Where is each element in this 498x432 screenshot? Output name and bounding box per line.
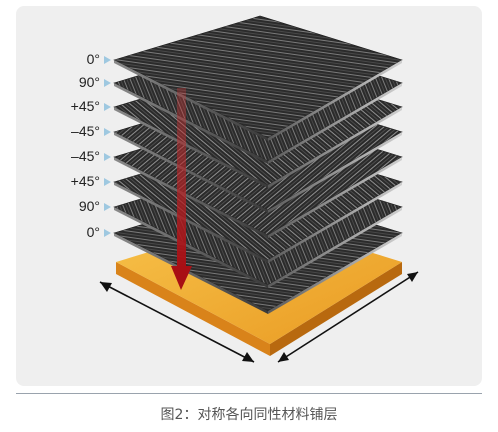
ply-marker-5	[104, 153, 111, 161]
ply-marker-1	[104, 56, 111, 64]
ply-marker-3	[104, 103, 111, 111]
ply-label-8: 0°	[86, 224, 100, 240]
ply-marker-8	[104, 229, 111, 237]
ply-label-6: +45°	[70, 173, 100, 189]
width-dimension-arrow	[99, 281, 255, 363]
ply-stack	[113, 15, 403, 314]
ply-marker-4	[104, 128, 111, 136]
stacking-direction-arrow	[171, 88, 192, 290]
ply-marker-7	[104, 203, 111, 211]
ply-label-3: +45°	[70, 98, 100, 114]
ply-label-2: 90°	[78, 74, 100, 90]
ply-label-5: –45°	[71, 148, 100, 164]
ply-label-4: –45°	[71, 123, 100, 139]
ply-markers	[104, 56, 111, 237]
ply-layer-1	[113, 15, 403, 141]
caption-divider	[16, 393, 482, 394]
ply-marker-6	[104, 178, 111, 186]
ply-label-1: 0°	[86, 51, 100, 67]
ply-marker-2	[104, 79, 111, 87]
depth-dimension-arrow	[277, 271, 419, 363]
figure-caption: 图2：对称各向同性材料铺层	[160, 407, 338, 423]
ply-label-7: 90°	[78, 198, 100, 214]
